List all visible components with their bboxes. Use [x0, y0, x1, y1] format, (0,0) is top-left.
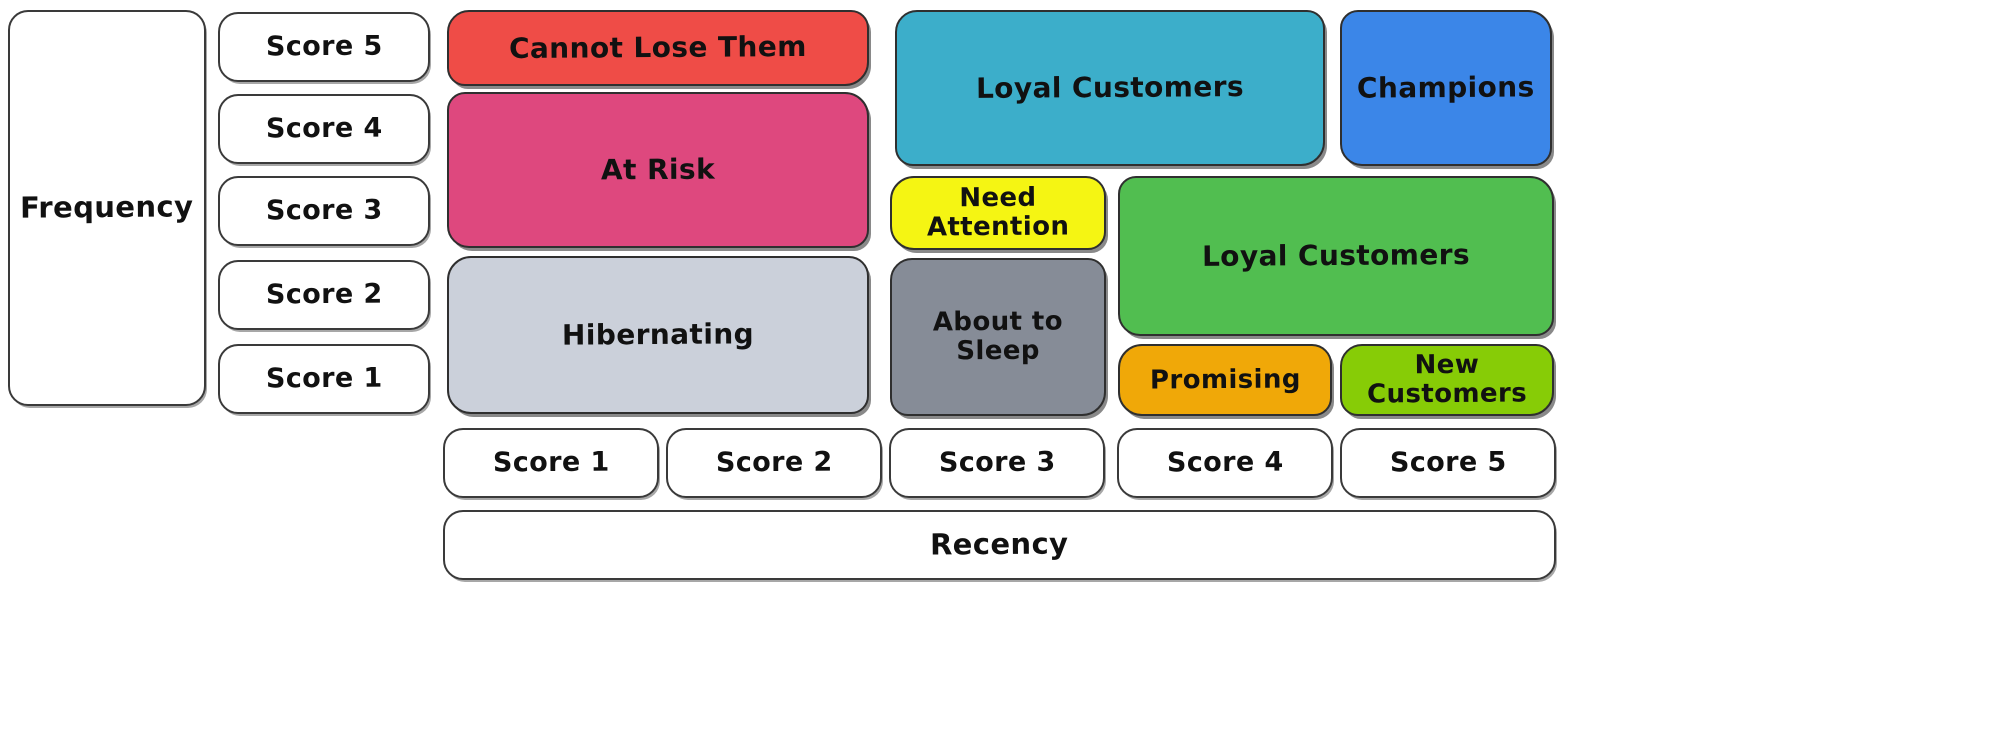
segment-loyal-customers-green-label: Loyal Customers [1201, 237, 1471, 273]
frequency-score-5: Score 5 [218, 12, 430, 82]
segment-cannot-lose-them: Cannot Lose Them [447, 10, 869, 86]
segment-at-risk: At Risk [447, 92, 869, 248]
recency-score-3: Score 3 [889, 428, 1105, 498]
segment-champions-label: Champions [1357, 69, 1535, 105]
segment-hibernating: Hibernating [447, 256, 869, 414]
recency-score-5: Score 5 [1340, 428, 1556, 498]
segment-hibernating-label: Hibernating [561, 316, 755, 352]
recency-score-2: Score 2 [666, 428, 882, 498]
recency-score-3-text: Score 3 [938, 446, 1056, 479]
segment-promising: Promising [1118, 344, 1332, 416]
segment-new-customers-label: New Customers [1366, 350, 1528, 410]
recency-score-4: Score 4 [1117, 428, 1333, 498]
frequency-score-2-text: Score 2 [265, 278, 383, 311]
segment-need-attention-label: Need Attention [926, 183, 1070, 243]
recency-score-4-text: Score 4 [1166, 446, 1284, 479]
frequency-score-1: Score 1 [218, 344, 430, 414]
segment-loyal-customers-teal-label: Loyal Customers [975, 69, 1245, 105]
frequency-axis-label-text: Frequency [20, 189, 194, 225]
segment-promising-label: Promising [1149, 364, 1301, 396]
frequency-score-4: Score 4 [218, 94, 430, 164]
frequency-score-4-text: Score 4 [265, 112, 383, 145]
segment-new-customers: New Customers [1340, 344, 1554, 416]
recency-axis-label-text: Recency [930, 526, 1069, 562]
recency-score-2-text: Score 2 [715, 446, 833, 479]
segment-loyal-customers-green: Loyal Customers [1118, 176, 1554, 336]
segment-about-to-sleep-label: About to Sleep [932, 306, 1064, 367]
frequency-axis-label: Frequency [8, 10, 206, 406]
frequency-score-3-text: Score 3 [265, 194, 383, 227]
frequency-score-2: Score 2 [218, 260, 430, 330]
frequency-score-3: Score 3 [218, 176, 430, 246]
segment-champions: Champions [1340, 10, 1552, 166]
recency-score-1-text: Score 1 [492, 446, 610, 479]
recency-score-5-text: Score 5 [1389, 446, 1507, 479]
frequency-score-5-text: Score 5 [265, 30, 383, 63]
segment-at-risk-label: At Risk [600, 152, 716, 186]
recency-axis-label: Recency [443, 510, 1556, 580]
frequency-score-1-text: Score 1 [265, 362, 383, 395]
segment-need-attention: Need Attention [890, 176, 1106, 250]
recency-score-1: Score 1 [443, 428, 659, 498]
segment-about-to-sleep: About to Sleep [890, 258, 1106, 416]
segment-loyal-customers-teal: Loyal Customers [895, 10, 1325, 166]
segment-cannot-lose-them-label: Cannot Lose Them [508, 29, 807, 65]
